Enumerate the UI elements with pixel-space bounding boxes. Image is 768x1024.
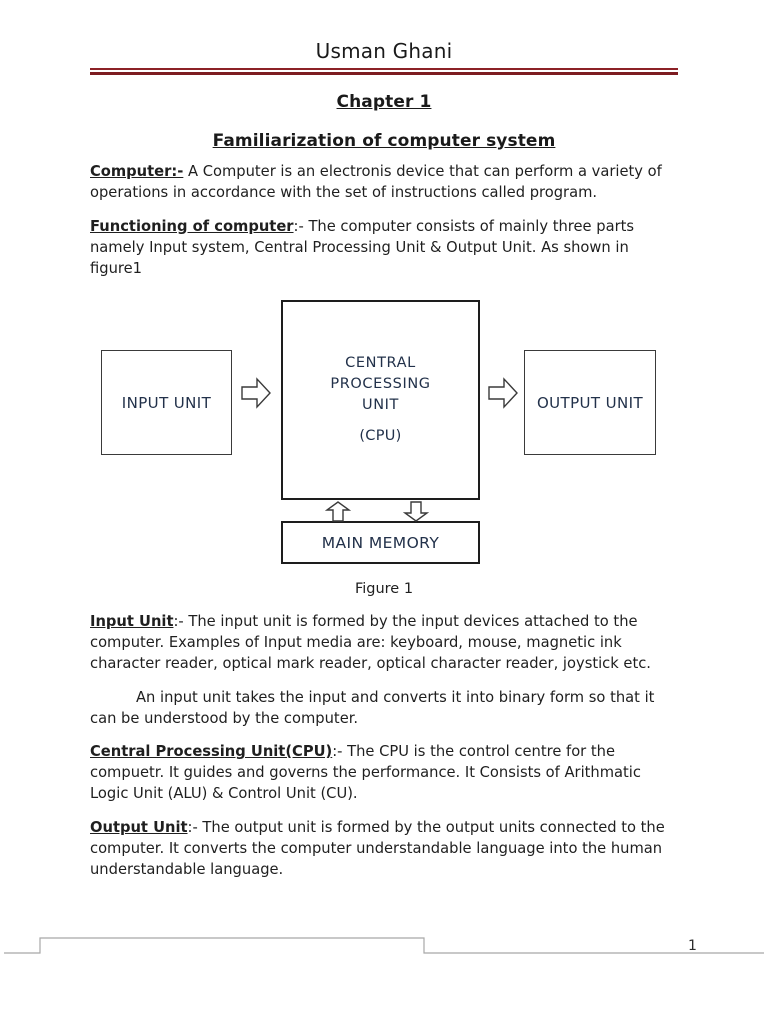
diagram-label-cpu-line2: PROCESSING — [330, 375, 431, 392]
page-number: 1 — [688, 938, 697, 954]
diagram-box-main-memory: MAIN MEMORY — [281, 521, 480, 564]
diagram-label-cpu-line1: CENTRAL — [345, 354, 416, 371]
header-rule-gap — [90, 70, 678, 72]
header-rule-thick-line — [90, 72, 678, 75]
diagram-label-cpu-line3: UNIT — [361, 397, 399, 413]
header-rule-thin-line — [90, 68, 678, 70]
paragraph-body-functioning: The computer consists of mainly three pa… — [90, 217, 635, 277]
paragraph-functioning: Functioning of computer:- The computer c… — [90, 217, 680, 280]
arrow-up-icon — [324, 501, 352, 527]
paragraph-colon-output-unit: :- — [187, 819, 198, 836]
diagram-box-cpu: CENTRAL PROCESSING UNIT (CPU) — [281, 300, 480, 500]
body-text-upper: Computer:- A Computer is an electronis d… — [90, 162, 680, 292]
arrow-right-icon — [240, 376, 272, 414]
diagram-box-input-unit: INPUT UNIT — [101, 350, 232, 455]
header-rule — [90, 68, 678, 75]
paragraph-input-unit: Input Unit:- The input unit is formed by… — [90, 612, 680, 675]
paragraph-cpu: Central Processing Unit(CPU):- The CPU i… — [90, 742, 680, 805]
paragraph-lead-computer: Computer:- — [90, 163, 184, 180]
footer-rule — [4, 937, 764, 954]
arrow-right-icon — [487, 376, 519, 414]
diagram-label-cpu-abbreviation: (CPU) — [359, 428, 402, 445]
diagram-label-main-memory: MAIN MEMORY — [321, 533, 440, 552]
paragraph-body-input-unit: The input unit is formed by the input de… — [90, 613, 651, 672]
diagram-label-cpu: CENTRAL PROCESSING UNIT (CPU) — [330, 353, 430, 447]
document-footer — [0, 930, 768, 970]
paragraph-colon-cpu: :- — [332, 743, 343, 761]
paragraph-body-computer: A Computer is an electronis device that … — [90, 163, 662, 201]
paragraph-body-cpu: The CPU is the control centre for the co… — [90, 743, 641, 803]
paragraph-lead-cpu: Central Processing Unit(CPU) — [90, 743, 333, 761]
paragraph-colon-functioning: :- — [293, 217, 304, 235]
figure-caption: Figure 1 — [354, 581, 414, 597]
paragraph-lead-functioning: Functioning of computer — [90, 217, 294, 235]
chapter-title: Chapter 1 — [336, 92, 432, 112]
title-block: Chapter 1 Familiarization of computer sy… — [0, 92, 768, 151]
document-header: Usman Ghani — [0, 40, 768, 62]
computer-system-diagram: INPUT UNIT CENTRAL PROCESSING UNIT (CPU)… — [0, 292, 768, 592]
arrow-down-icon — [402, 501, 430, 527]
paragraph-body-output-unit: The output unit is formed by the output … — [90, 819, 665, 878]
diagram-label-output-unit: OUTPUT UNIT — [536, 393, 644, 412]
paragraph-colon-input-unit: :- — [173, 613, 184, 630]
paragraph-lead-output-unit: Output Unit — [90, 819, 188, 836]
body-text-lower: Input Unit:- The input unit is formed by… — [90, 612, 680, 894]
document-title: Familiarization of computer system — [212, 131, 556, 151]
paragraph-output-unit: Output Unit:- The output unit is formed … — [90, 818, 680, 881]
diagram-label-input-unit: INPUT UNIT — [121, 393, 212, 412]
paragraph-lead-input-unit: Input Unit — [90, 613, 174, 630]
paragraph-input-conversion: An input unit takes the input and conver… — [90, 688, 655, 727]
header-author: Usman Ghani — [315, 39, 453, 63]
paragraph-computer-definition: Computer:- A Computer is an electronis d… — [90, 162, 680, 204]
diagram-box-output-unit: OUTPUT UNIT — [524, 350, 656, 455]
